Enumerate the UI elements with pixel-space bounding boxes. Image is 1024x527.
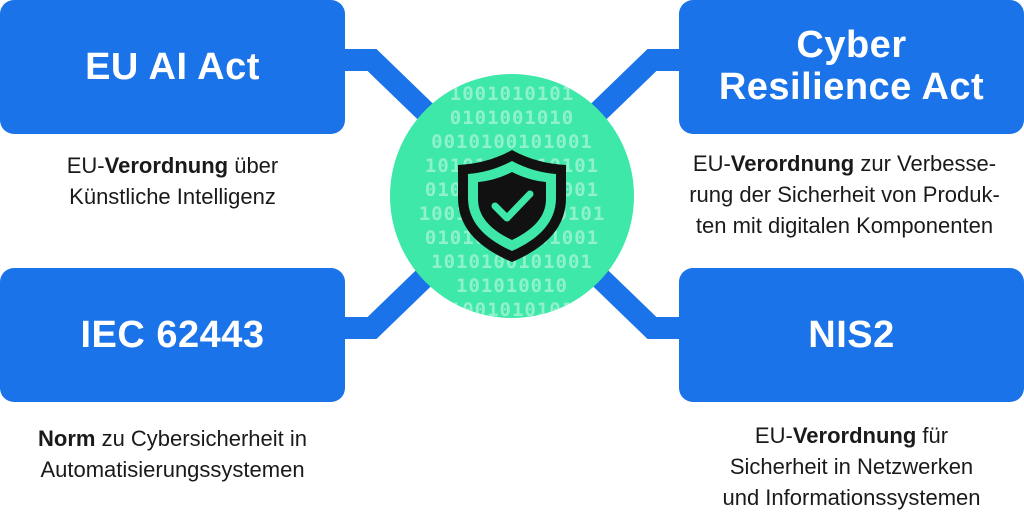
desc-line: EU-Verordnung für [679, 420, 1024, 451]
cra-title-line2: Resilience Act [718, 66, 985, 108]
desc-line: Sicherheit in Netzwerken [729, 454, 974, 479]
iec-62443-description: Norm zu Cybersicherheit in Automatisieru… [0, 423, 345, 485]
desc-prefix: EU- [754, 423, 793, 448]
desc-rest: über [228, 153, 279, 178]
desc-line: ten mit digitalen Komponenten [695, 213, 994, 238]
eu-ai-act-description: EU-Verordnung über Künstliche Intelligen… [0, 150, 345, 212]
binary-row: 101010010 [456, 275, 568, 297]
binary-row: 0010100101001 [431, 131, 593, 153]
desc-rest: zu Cybersicherheit in [95, 426, 307, 451]
desc-bold: Verordnung [792, 423, 917, 448]
connector-ai [345, 49, 440, 126]
connector-cra [584, 49, 679, 126]
connector-nis [584, 262, 679, 339]
binary-row: 1001010101 [450, 83, 574, 105]
desc-line: EU-Verordnung über [0, 150, 345, 181]
desc-bold: Norm [38, 426, 96, 451]
desc-line: Künstliche Intelligenz [69, 184, 276, 209]
nis2-title: NIS2 [808, 313, 895, 356]
cra-description: EU-Verordnung zur Verbesse- rung der Sic… [665, 148, 1024, 241]
desc-line: Automatisierungssystemen [40, 457, 305, 482]
cra-title-line1: Cyber [796, 24, 907, 67]
binary-row: 1001010101 [450, 299, 574, 321]
shield-check-icon [458, 150, 566, 262]
connector-lines [345, 49, 679, 339]
iec-62443-box: IEC 62443 [0, 268, 345, 402]
desc-prefix: EU- [66, 153, 105, 178]
nis2-description: EU-Verordnung für Sicherheit in Netzwerk… [679, 420, 1024, 513]
eu-ai-act-title: EU AI Act [85, 45, 260, 88]
desc-line: EU-Verordnung zur Verbesse- [665, 148, 1024, 179]
eu-ai-act-box: EU AI Act [0, 0, 345, 134]
nis2-box: NIS2 [679, 268, 1024, 402]
desc-rest: für [916, 423, 949, 448]
cyber-resilience-act-box: Cyber Resilience Act [679, 0, 1024, 134]
desc-line: Norm zu Cybersicherheit in [0, 423, 345, 454]
desc-bold: Verordnung [104, 153, 229, 178]
desc-bold: Verordnung [730, 151, 855, 176]
desc-line: rung der Sicherheit von Produk- [689, 182, 1000, 207]
binary-row: 0101001010 [450, 107, 574, 129]
iec-62443-title: IEC 62443 [80, 313, 265, 356]
desc-line: und Informationssystemen [722, 485, 981, 510]
desc-prefix: EU- [692, 151, 731, 176]
desc-rest: zur Verbesse- [854, 151, 997, 176]
connector-iec [345, 262, 440, 339]
